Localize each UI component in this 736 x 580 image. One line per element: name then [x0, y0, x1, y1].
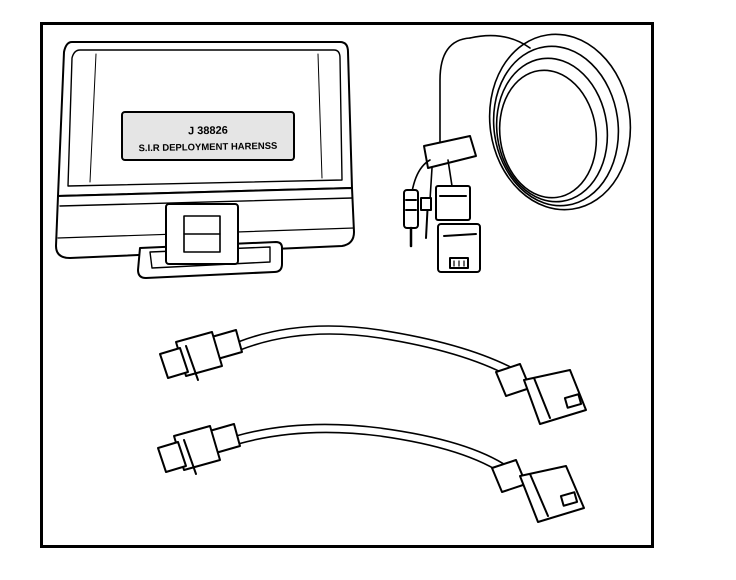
case-label-line-2: S.I.R DEPLOYMENT HARENSS [138, 141, 277, 154]
jumper-1-left-connector [159, 329, 243, 381]
coil-tie-strap [423, 135, 477, 169]
jumper-harness-1 [159, 325, 587, 425]
coiled-harness [409, 33, 632, 211]
harness-connector [435, 185, 481, 273]
banana-plug [403, 189, 419, 248]
jumper-harness-2 [157, 423, 585, 523]
test-pin [420, 197, 432, 239]
jumper-1-right-connector [495, 363, 587, 425]
case-label-line-1: J 38826 [188, 125, 228, 138]
jumper-2-left-connector [157, 423, 241, 475]
case-lid-rim [67, 49, 343, 187]
case-lid-ribs [89, 53, 323, 183]
case-parting-line [59, 197, 353, 207]
carrying-case [55, 41, 355, 279]
jumper-2-right-connector [491, 459, 585, 523]
case-label-plate [121, 111, 295, 161]
